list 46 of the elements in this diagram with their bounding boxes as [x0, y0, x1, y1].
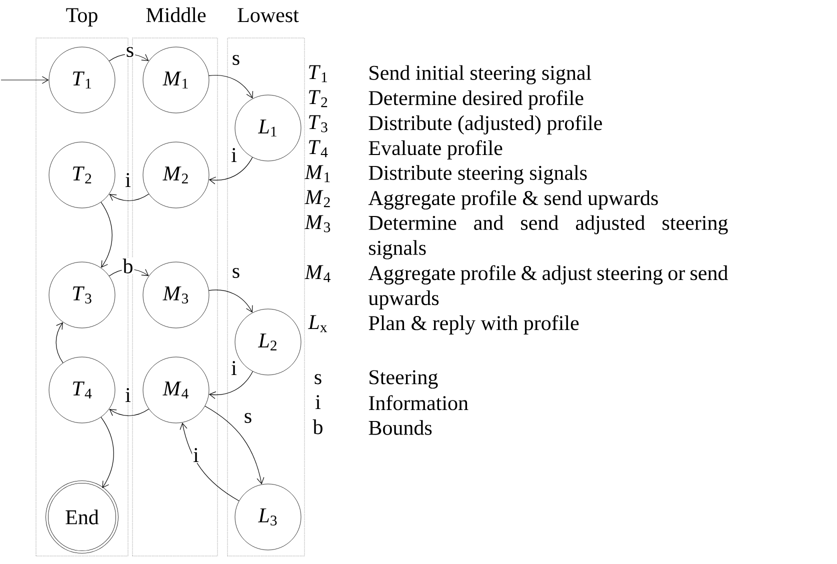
legend-description: Distribute steering signals [368, 165, 587, 184]
legend-description: Determine and send adjusted steering signals [368, 215, 728, 260]
legend-description: Send initial steering signal [370, 65, 592, 84]
arrow [208, 290, 253, 313]
legend-description: Evaluate profile [368, 140, 502, 160]
arrow [56, 322, 64, 364]
legend-key: M$_{1}$ [304, 165, 330, 182]
arrow [100, 202, 112, 268]
arrow [109, 194, 150, 202]
legend-key: T$_{2}$ [309, 90, 328, 108]
arrow [109, 408, 150, 416]
node-label: Middle [146, 7, 206, 22]
edge-label: i [124, 172, 132, 188]
edge-label: b [122, 258, 134, 274]
legend-description: Information [368, 395, 468, 410]
edge-label: s [230, 266, 242, 280]
legend-description: Determine desired profile [368, 90, 584, 110]
legend-key: M$_{3}$ [304, 215, 330, 232]
edge-label: i [124, 387, 132, 403]
node-label: Top [66, 8, 98, 26]
arrow [208, 75, 254, 99]
arrow [100, 416, 114, 488]
legend-description: Aggregate profile & send upwards [368, 190, 658, 210]
legend-key: b [312, 419, 322, 434]
edge-label: s [124, 46, 136, 58]
edge-label: s [242, 412, 254, 424]
edge-label: s [230, 54, 242, 66]
legend-key: i [316, 395, 321, 409]
arrow [208, 157, 253, 184]
legend-description: Distribute (adjusted) profile [368, 115, 602, 134]
arrow [204, 406, 264, 484]
legend-description: Steering [370, 370, 438, 389]
arrow [208, 371, 253, 399]
legend-description: Plan & reply with profile [368, 315, 579, 334]
node-label: Lowest [238, 8, 299, 22]
edge-label: i [192, 447, 200, 463]
legend-key: T$_{1}$ [309, 65, 327, 82]
arrow [108, 268, 149, 276]
legend-key: s [314, 374, 322, 384]
legend-description: Aggregate profile & adjust steering or send upwards [368, 265, 728, 310]
arrow [108, 54, 149, 62]
arrow [0, 76, 49, 84]
legend-key: M$_{2}$ [304, 190, 330, 208]
legend-description: Bounds [368, 420, 432, 435]
legend-key: M$_{4}$ [304, 265, 330, 282]
arrow [180, 422, 240, 502]
